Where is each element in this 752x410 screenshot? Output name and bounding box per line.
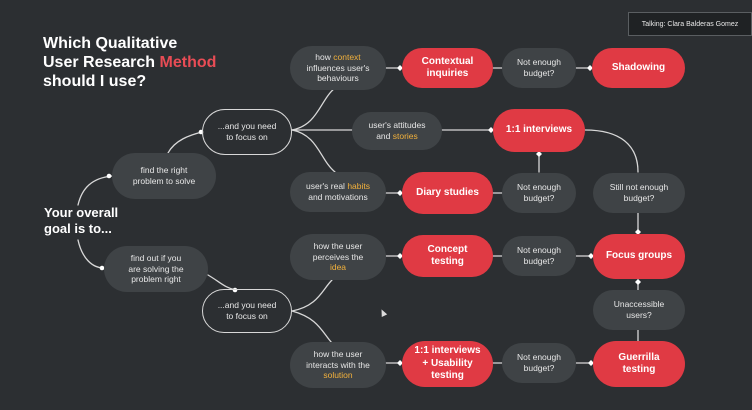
link-goal-find-problem bbox=[77, 175, 113, 206]
method-focus-groups: Focus groups bbox=[593, 234, 685, 279]
link-focus-bottom-perceives bbox=[291, 279, 333, 312]
goal-line-2: goal is to... bbox=[44, 221, 112, 236]
title-accent: Method bbox=[159, 54, 217, 71]
goal-line-1: Your overall bbox=[44, 205, 119, 220]
link-goal-find-solving bbox=[77, 239, 105, 269]
link-focus-top-context bbox=[291, 87, 336, 131]
link-focus-bottom-interacts bbox=[291, 310, 333, 344]
goal-label: Your overall goal is to... bbox=[44, 205, 118, 237]
title-line-1: Which Qualitative bbox=[43, 35, 178, 52]
method-diary-studies: Diary studies bbox=[402, 172, 493, 214]
method-shadowing: Shadowing bbox=[592, 48, 685, 88]
page-title: Which Qualitative User Research Method s… bbox=[43, 34, 216, 91]
link-find-solving-focus-bottom bbox=[207, 274, 237, 291]
title-line-3: should I use? bbox=[43, 73, 147, 90]
method-interviews: 1:1 interviews bbox=[493, 109, 585, 152]
link-find-problem-focus-top bbox=[167, 131, 203, 154]
title-line-2: User Research bbox=[43, 54, 160, 71]
link-interviews-bstill bbox=[584, 129, 639, 173]
link-focus-top-habits bbox=[291, 129, 336, 173]
speaker-indicator: Talking: Clara Balderas Gomez bbox=[628, 12, 752, 36]
